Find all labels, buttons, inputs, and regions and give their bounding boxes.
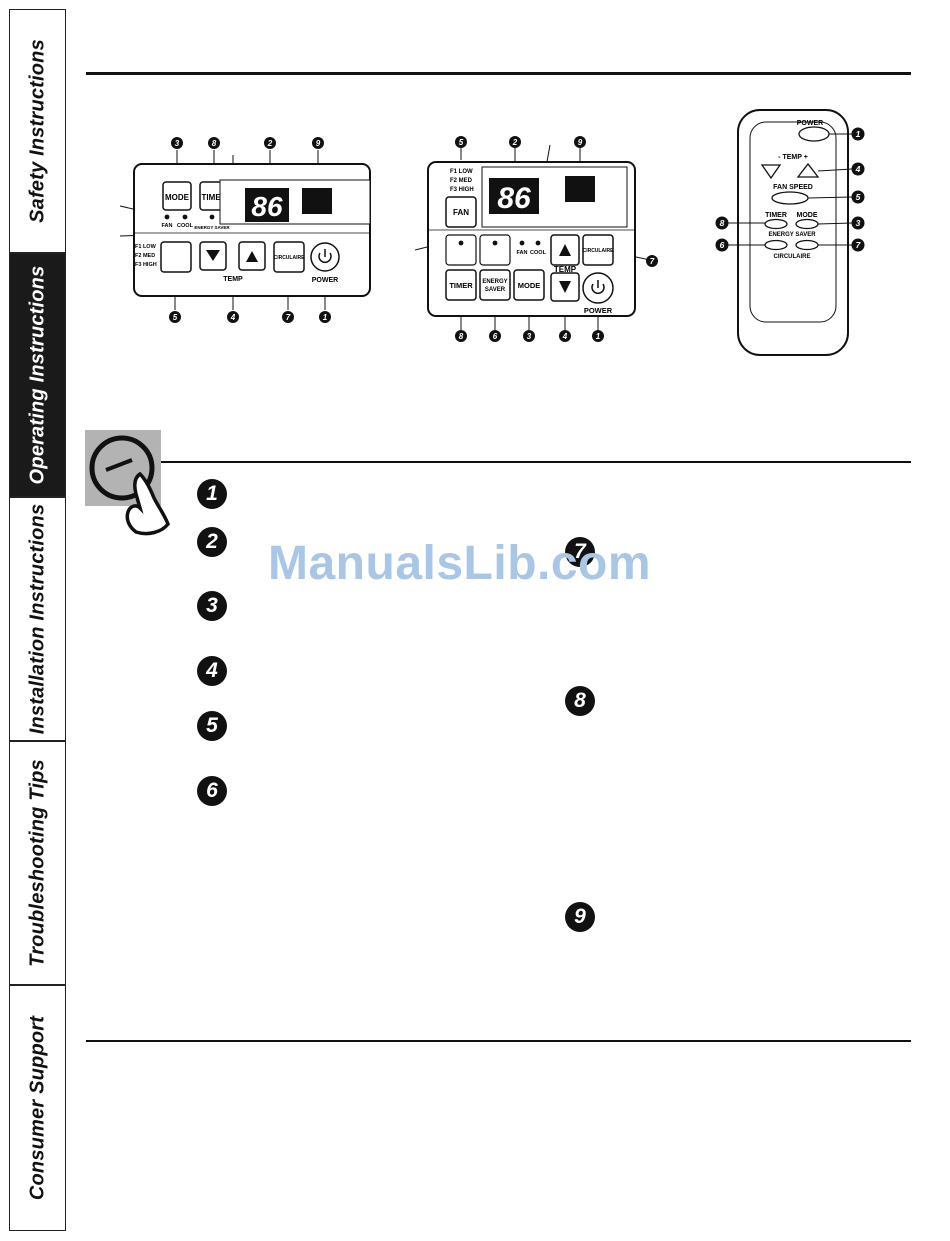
bottom-rule bbox=[86, 1040, 911, 1042]
callout-number: 9 bbox=[316, 139, 321, 148]
callout-number: 1 bbox=[856, 129, 861, 139]
callout-number: 3 bbox=[175, 139, 180, 148]
remote-control-diagram: POWER - TEMP + FAN SPEED TIMER MODE ENER… bbox=[715, 109, 865, 356]
remote-energy-saver-label: ENERGY SAVER bbox=[768, 232, 816, 238]
callout-number: 5 bbox=[856, 192, 861, 202]
callout-number: 6 bbox=[720, 240, 725, 250]
callout-number: 7 bbox=[286, 313, 291, 322]
tab-label: Consumer Support bbox=[26, 1015, 48, 1201]
callout-number: 8 bbox=[212, 139, 217, 148]
step-number-7: 7 bbox=[565, 537, 595, 567]
circulaire-label: CIRCULAIRE bbox=[274, 255, 305, 261]
energy-label: ENERGY bbox=[482, 279, 507, 285]
speed-high-label: F3 HIGH bbox=[135, 262, 157, 268]
control-panel-diagram-2: F1 LOW F2 MED F3 HIGH FAN 86 FAN COOL TI… bbox=[415, 136, 658, 342]
callout-number: 1 bbox=[596, 332, 601, 341]
tab-safety-instructions[interactable]: Safety Instructions bbox=[9, 9, 66, 253]
section-rule bbox=[160, 461, 911, 463]
temperature-display: 86 bbox=[497, 182, 531, 215]
callout-number: 8 bbox=[459, 332, 464, 341]
top-rule bbox=[86, 72, 911, 75]
remote-mode-label: MODE bbox=[797, 212, 818, 219]
temp-label: TEMP bbox=[223, 276, 243, 283]
control-panel-diagram-1: MODE TIMER 86 FAN COOL ENERGY SAVER F1 L… bbox=[120, 137, 371, 323]
energy-saver-indicator-label: ENERGY SAVER bbox=[194, 225, 230, 230]
callout-number: 8 bbox=[720, 218, 725, 228]
callout-number: 4 bbox=[230, 313, 236, 322]
callout-number: 4 bbox=[562, 332, 568, 341]
step-number-5: 5 bbox=[197, 711, 227, 741]
remote-circulaire-label: CIRCULAIRE bbox=[774, 254, 811, 260]
callout-number: 2 bbox=[267, 139, 273, 148]
callout-number: 5 bbox=[459, 138, 464, 147]
speed-low-label: F1 LOW bbox=[135, 244, 157, 250]
cool-indicator-label: COOL bbox=[177, 223, 194, 229]
temperature-display: 86 bbox=[251, 191, 283, 222]
callout-number: 4 bbox=[855, 164, 861, 174]
fan-button-label: FAN bbox=[453, 208, 469, 217]
callout-number: 5 bbox=[173, 313, 178, 322]
speed-low-label: F1 LOW bbox=[450, 169, 473, 175]
remote-power-label: POWER bbox=[797, 120, 823, 127]
speed-med-label: F2 MED bbox=[450, 178, 473, 184]
callout-number: 1 bbox=[323, 313, 328, 322]
step-number-3: 3 bbox=[197, 591, 227, 621]
mode-label: MODE bbox=[518, 281, 541, 290]
step-number-1: 1 bbox=[197, 479, 227, 509]
watermark: ManualsLib.com bbox=[268, 537, 652, 590]
saver-label: SAVER bbox=[485, 287, 506, 293]
speed-high-label: F3 HIGH bbox=[450, 187, 474, 193]
timer-label: TIMER bbox=[202, 193, 227, 202]
speed-med-label: F2 MED bbox=[135, 253, 155, 259]
mode-label: MODE bbox=[165, 193, 190, 202]
callout-number: 9 bbox=[578, 138, 583, 147]
tab-troubleshooting-tips[interactable]: Troubleshooting Tips bbox=[9, 741, 66, 985]
tab-label: Operating Instructions bbox=[26, 265, 48, 485]
callout-number: 3 bbox=[527, 332, 532, 341]
power-label: POWER bbox=[312, 277, 338, 284]
pointing-hand-icon bbox=[85, 430, 170, 536]
power-label: POWER bbox=[584, 306, 613, 315]
callout-number: 3 bbox=[856, 218, 861, 228]
step-number-6: 6 bbox=[197, 776, 227, 806]
tab-installation-instructions[interactable]: Installation Instructions bbox=[9, 497, 66, 741]
tab-label: Troubleshooting Tips bbox=[26, 759, 48, 967]
callout-number: 6 bbox=[493, 332, 498, 341]
tab-label: Safety Instructions bbox=[26, 39, 48, 223]
remote-timer-label: TIMER bbox=[765, 212, 787, 219]
cool-indicator-label: COOL bbox=[530, 250, 547, 256]
remote-fan-speed-label: FAN SPEED bbox=[773, 184, 813, 191]
timer-label: TIMER bbox=[449, 281, 473, 290]
fan-indicator-label: FAN bbox=[162, 223, 173, 229]
step-number-8: 8 bbox=[565, 686, 595, 716]
callout-number: 7 bbox=[650, 257, 655, 266]
temp-label: TEMP bbox=[554, 265, 577, 274]
remote-temp-label: - TEMP + bbox=[778, 154, 808, 161]
fan-indicator-label: FAN bbox=[517, 250, 528, 256]
callout-number: 2 bbox=[512, 138, 518, 147]
tab-consumer-support[interactable]: Consumer Support bbox=[9, 985, 66, 1231]
circulaire-label: CIRCULAIRE bbox=[583, 248, 614, 254]
step-number-9: 9 bbox=[565, 902, 595, 932]
tab-operating-instructions[interactable]: Operating Instructions bbox=[9, 253, 66, 497]
step-number-2: 2 bbox=[197, 527, 227, 557]
step-number-4: 4 bbox=[197, 656, 227, 686]
tab-label: Installation Instructions bbox=[26, 503, 48, 735]
callout-number: 7 bbox=[856, 240, 862, 250]
